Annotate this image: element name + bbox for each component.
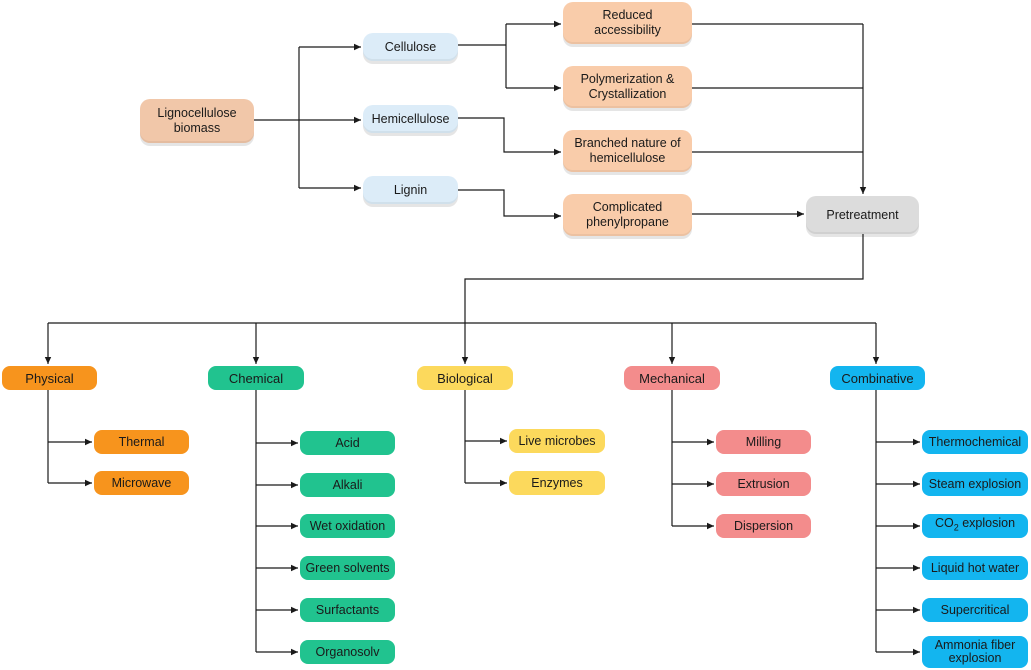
connector-to-complicated bbox=[458, 189, 561, 220]
connector-to-branched bbox=[458, 117, 561, 156]
leaf-surfactants: Surfactants bbox=[300, 598, 395, 622]
leaf-acid: Acid bbox=[300, 431, 395, 455]
category-mechanical: Mechanical bbox=[624, 366, 720, 390]
leaf-live-microbes: Live microbes bbox=[509, 429, 605, 453]
co2-explosion-label: CO2 explosion bbox=[934, 516, 1016, 533]
leaf-liquid-hot-water: Liquid hot water bbox=[922, 556, 1028, 580]
category-physical: Physical bbox=[2, 366, 97, 390]
barrier-polymerization: Polymerization & Crystallization bbox=[563, 66, 692, 108]
barrier-reduced-accessibility: Reduced accessibility bbox=[563, 2, 692, 44]
component-cellulose: Cellulose bbox=[363, 33, 458, 61]
leaf-thermochemical: Thermochemical bbox=[922, 430, 1028, 454]
leaf-ammonia-fiber-explosion: Ammonia fiber explosion bbox=[922, 636, 1028, 668]
leaf-co2-explosion: CO2 explosion bbox=[922, 514, 1028, 538]
barrier-complicated-phenylpropane: Complicated phenylpropane bbox=[563, 194, 692, 236]
category-chemical: Chemical bbox=[208, 366, 304, 390]
barrier-branched-hemicellulose: Branched nature of hemicellulose bbox=[563, 130, 692, 172]
leaf-milling: Milling bbox=[716, 430, 811, 454]
pretreatment-node: Pretreatment bbox=[806, 196, 919, 234]
leaf-wet-oxidation: Wet oxidation bbox=[300, 514, 395, 538]
leaf-extrusion: Extrusion bbox=[716, 472, 811, 496]
leaf-organosolv: Organosolv bbox=[300, 640, 395, 664]
leaf-dispersion: Dispersion bbox=[716, 514, 811, 538]
leaf-steam-explosion: Steam explosion bbox=[922, 472, 1028, 496]
leaf-microwave: Microwave bbox=[94, 471, 189, 495]
leaf-thermal: Thermal bbox=[94, 430, 189, 454]
category-combinative: Combinative bbox=[830, 366, 925, 390]
component-hemicellulose: Hemicellulose bbox=[363, 105, 458, 133]
leaf-green-solvents: Green solvents bbox=[300, 556, 395, 580]
leaf-alkali: Alkali bbox=[300, 473, 395, 497]
connector-pretreatment-down bbox=[464, 234, 864, 323]
leaf-enzymes: Enzymes bbox=[509, 471, 605, 495]
root-node: Lignocellulose biomass bbox=[140, 99, 254, 143]
leaf-supercritical: Supercritical bbox=[922, 598, 1028, 622]
category-biological: Biological bbox=[417, 366, 513, 390]
component-lignin: Lignin bbox=[363, 176, 458, 204]
